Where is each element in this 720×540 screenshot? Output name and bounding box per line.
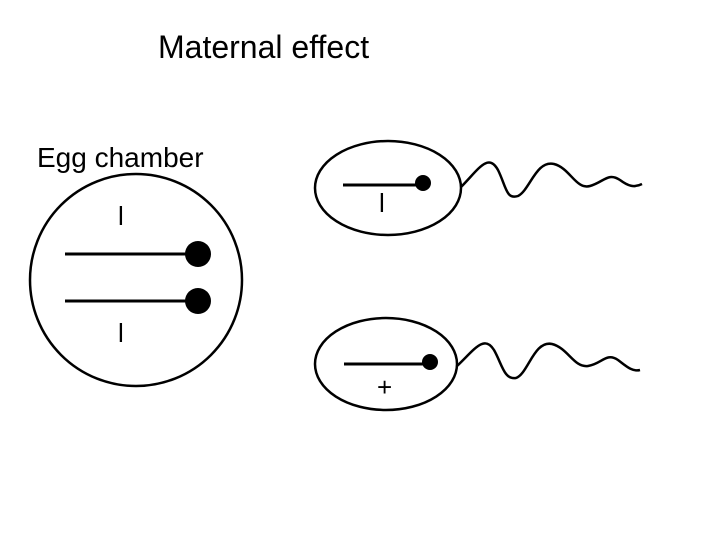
sperm-allele-bottom: + <box>377 372 392 402</box>
page-title: Maternal effect <box>158 29 369 65</box>
egg-chamber-label: Egg chamber <box>37 142 204 173</box>
sperm-bottom: + <box>315 318 640 410</box>
sperm-allele-top: l <box>379 188 385 218</box>
egg-chamber-circle <box>30 174 242 386</box>
sperm-top: l <box>315 141 642 235</box>
egg-chamber-allele-top: l <box>118 201 124 231</box>
sperm-tail-bottom <box>457 343 640 378</box>
sperm-centromere-bottom <box>422 354 438 370</box>
centromere-bottom <box>185 288 211 314</box>
sperm-head-top <box>315 141 461 235</box>
centromere-top <box>185 241 211 267</box>
egg-chamber-allele-bottom: l <box>118 318 124 348</box>
sperm-centromere-top <box>415 175 431 191</box>
sperm-tail-top <box>461 163 642 197</box>
